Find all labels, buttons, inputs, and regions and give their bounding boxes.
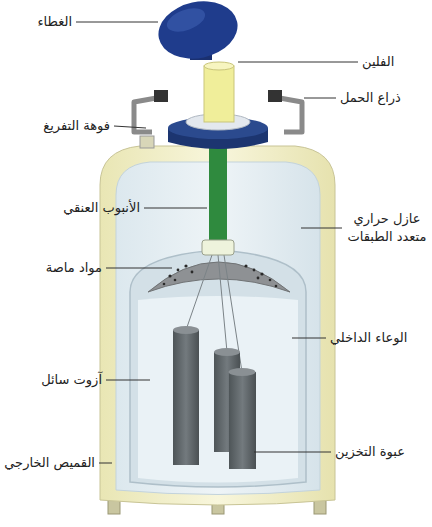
part-label: الأنبوب العنقي xyxy=(63,199,140,217)
cork xyxy=(204,66,234,122)
leader-line xyxy=(106,380,150,381)
inner-vessel xyxy=(130,250,306,487)
lid xyxy=(153,0,243,66)
part-label: عبوة التخزين xyxy=(335,443,405,461)
leader-line xyxy=(292,338,326,339)
neck-tube xyxy=(209,146,227,244)
part-label: آزوت سائل xyxy=(41,371,102,389)
cork-top xyxy=(204,62,234,70)
part-label: الفلين xyxy=(362,53,394,71)
part-label: القميص الخارجي xyxy=(4,454,95,472)
leader-line xyxy=(238,62,358,63)
leader-line xyxy=(76,22,158,23)
leader-line xyxy=(301,228,342,229)
leader-line xyxy=(304,98,336,99)
liquid-nitrogen xyxy=(138,296,298,483)
leader-line xyxy=(99,463,112,464)
neck-fitting xyxy=(202,240,234,255)
clasp xyxy=(154,90,168,102)
storage-canisters xyxy=(173,326,256,469)
part-label: عازل حراري متعدد الطبقات xyxy=(346,210,428,245)
part-label: الوعاء الداخلي xyxy=(330,329,407,347)
vacuum-port xyxy=(140,136,154,148)
part-label: الغطاء xyxy=(37,13,72,31)
part-label: فوهة التفريغ xyxy=(43,117,110,135)
outer-jacket xyxy=(100,146,335,505)
clasp xyxy=(268,90,282,102)
leader-line xyxy=(254,452,331,453)
leader-line xyxy=(114,126,146,128)
part-label: ذراع الحمل xyxy=(340,89,401,107)
leader-line xyxy=(144,208,207,209)
part-label: مواد ماصة xyxy=(46,259,102,277)
leader-line xyxy=(106,268,172,269)
